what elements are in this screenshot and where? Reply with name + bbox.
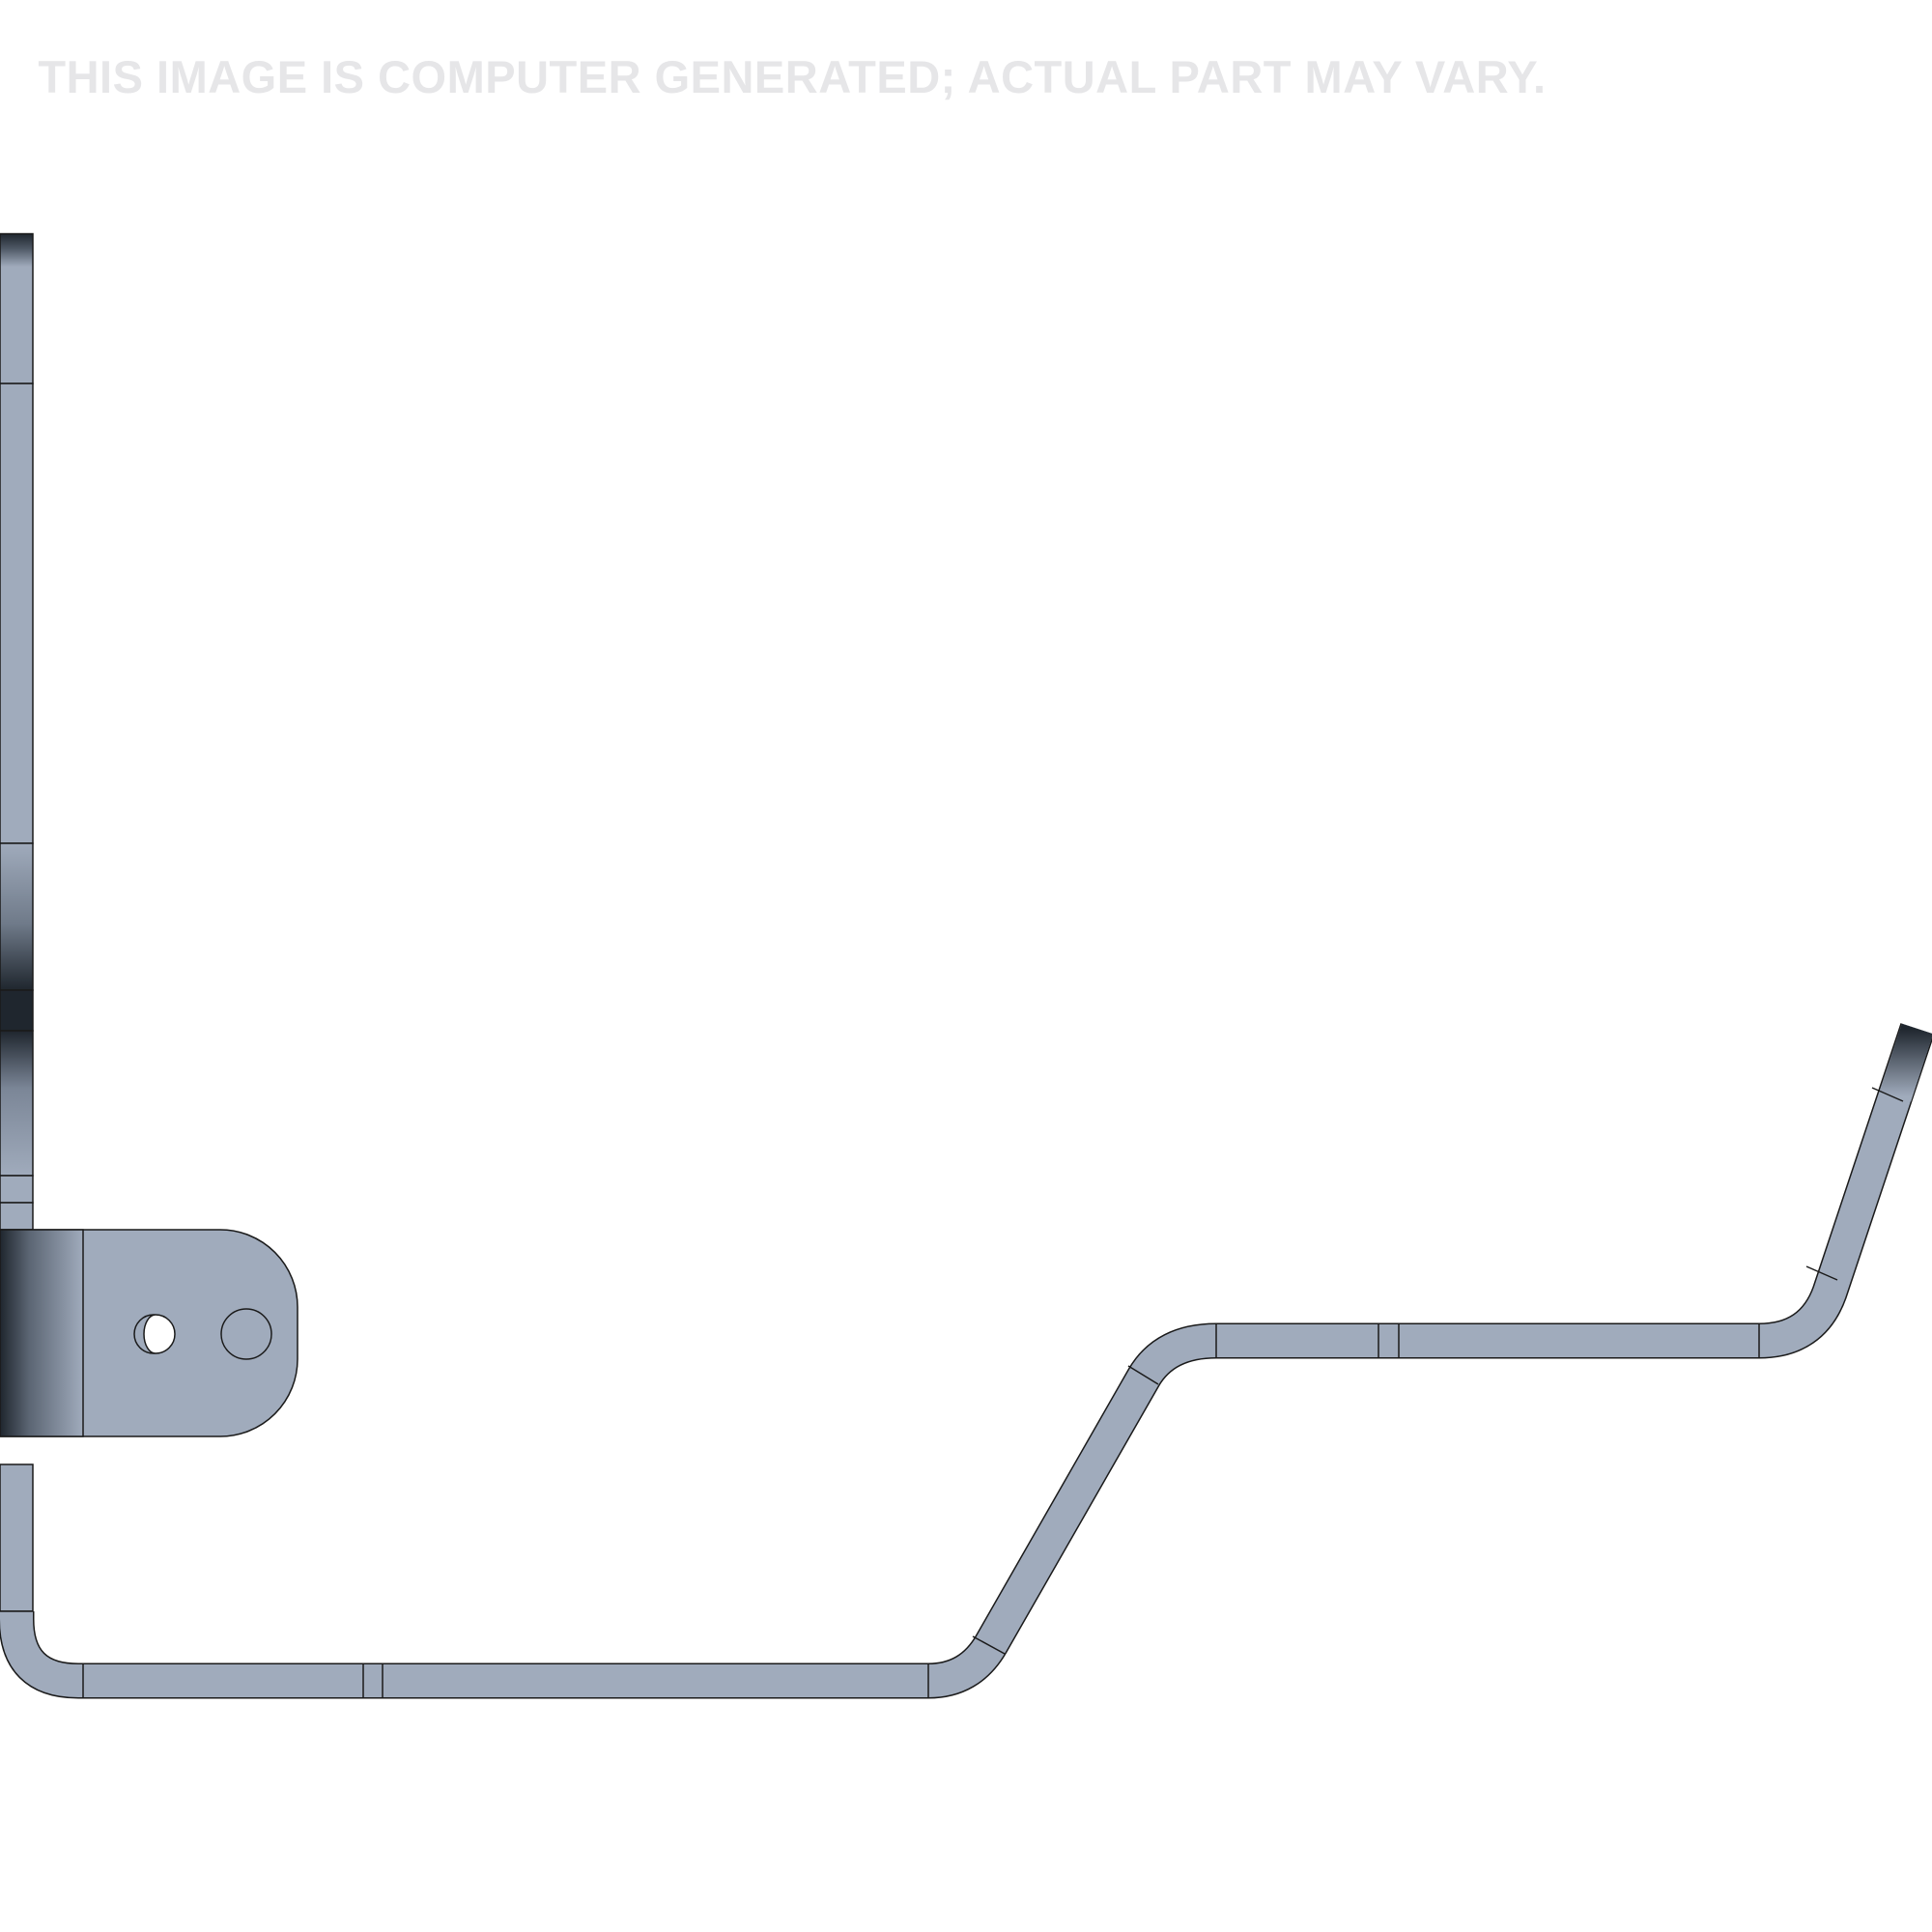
rod-segment-lines [0, 1087, 1904, 1697]
mounting-tab [0, 1229, 298, 1437]
bent-rod [0, 1023, 1932, 1699]
vertical-post [0, 233, 34, 1612]
disclaimer-watermark: THIS IMAGE IS COMPUTER GENERATED; ACTUAL… [38, 51, 1547, 102]
